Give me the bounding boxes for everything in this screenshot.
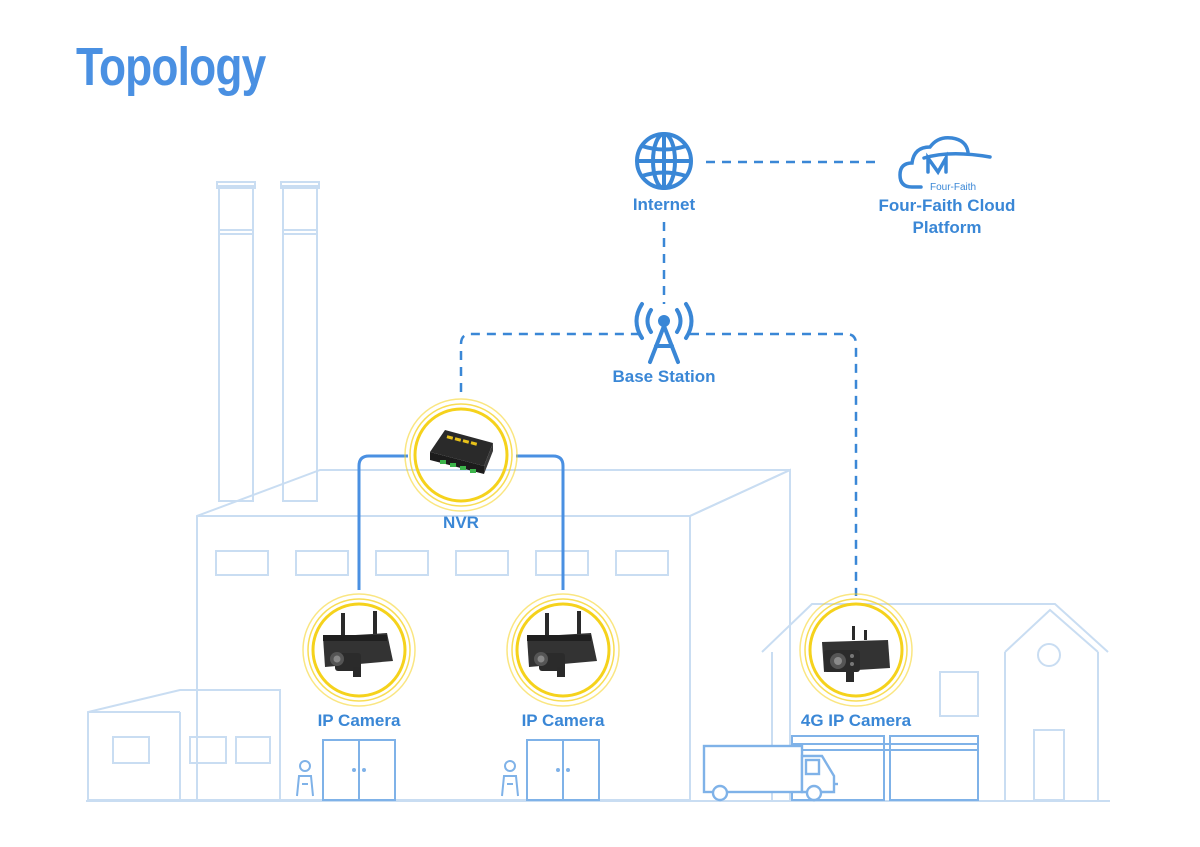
camera-left-halo xyxy=(302,593,416,707)
base-station-label: Base Station xyxy=(612,367,716,386)
solid-links xyxy=(357,454,565,590)
cloud-logo-text: Four-Faith xyxy=(930,182,976,193)
person-icon xyxy=(501,760,519,797)
globe-icon xyxy=(635,132,693,190)
4g-camera-icon xyxy=(822,626,890,682)
truck-icon xyxy=(702,744,838,802)
internet-label: Internet xyxy=(632,195,696,214)
camera-middle-halo xyxy=(506,593,620,707)
cloud-icon xyxy=(898,135,992,189)
4g-ip-camera-label: 4G IP Camera xyxy=(800,711,912,730)
dashed-links xyxy=(459,160,880,596)
ip-camera-left-label: IP Camera xyxy=(317,711,401,730)
factory-building xyxy=(86,181,1110,802)
cloud-platform-label-line1: Four-Faith Cloud xyxy=(878,196,1016,215)
camera-4g-halo xyxy=(799,593,913,707)
ip-camera-icon xyxy=(323,611,393,677)
person-icon xyxy=(296,760,314,797)
factory-doors xyxy=(322,739,600,801)
door-handles xyxy=(352,768,570,772)
nvr-label: NVR xyxy=(443,513,479,532)
ip-camera-middle-label: IP Camera xyxy=(521,711,605,730)
page-title: Topology xyxy=(76,37,266,97)
cloud-platform-label-line2: Platform xyxy=(912,218,982,237)
nvr-halo xyxy=(404,398,518,512)
garage-door xyxy=(791,735,979,801)
ip-camera-icon xyxy=(527,611,597,677)
antenna-tower-icon xyxy=(634,302,694,364)
nvr-device-icon xyxy=(430,430,493,474)
